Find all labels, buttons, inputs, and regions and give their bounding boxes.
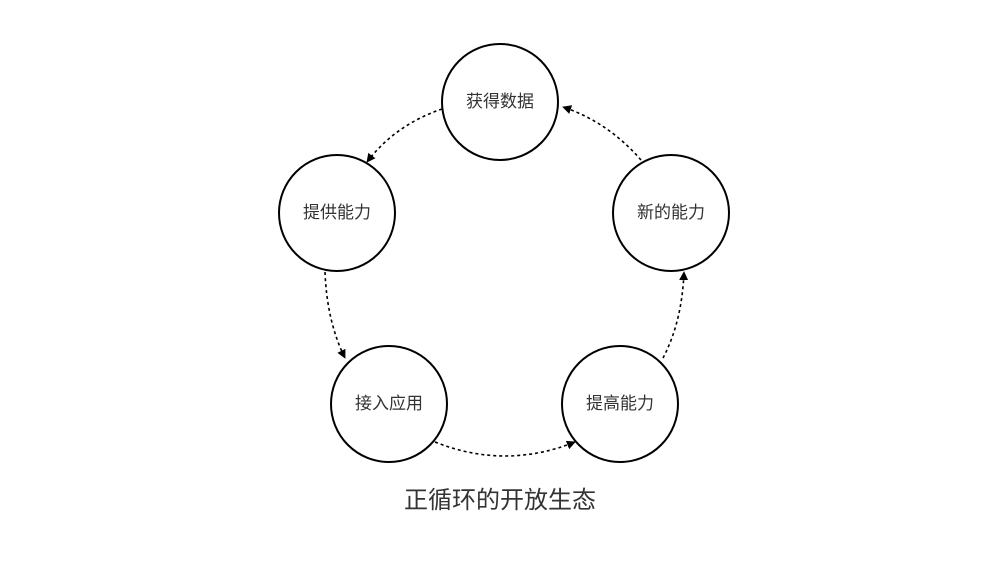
edge-provide-to-access — [324, 271, 346, 359]
node-get-data: 获得数据 — [441, 43, 559, 161]
edge-access-to-improve — [434, 440, 576, 457]
node-label: 新的能力 — [637, 203, 705, 223]
node-label: 提高能力 — [586, 394, 654, 414]
node-provide: 提供能力 — [278, 154, 396, 272]
node-improve: 提高能力 — [561, 345, 679, 463]
node-label: 获得数据 — [466, 92, 534, 112]
edge-new-to-get-data — [562, 105, 642, 161]
node-access: 接入应用 — [330, 345, 448, 463]
edge-improve-to-new — [662, 271, 689, 359]
node-label: 接入应用 — [355, 394, 423, 414]
node-label: 提供能力 — [303, 203, 371, 223]
diagram-title: 正循环的开放生态 — [404, 486, 596, 514]
edge-get-data-to-provide — [366, 108, 443, 163]
node-new: 新的能力 — [612, 154, 730, 272]
